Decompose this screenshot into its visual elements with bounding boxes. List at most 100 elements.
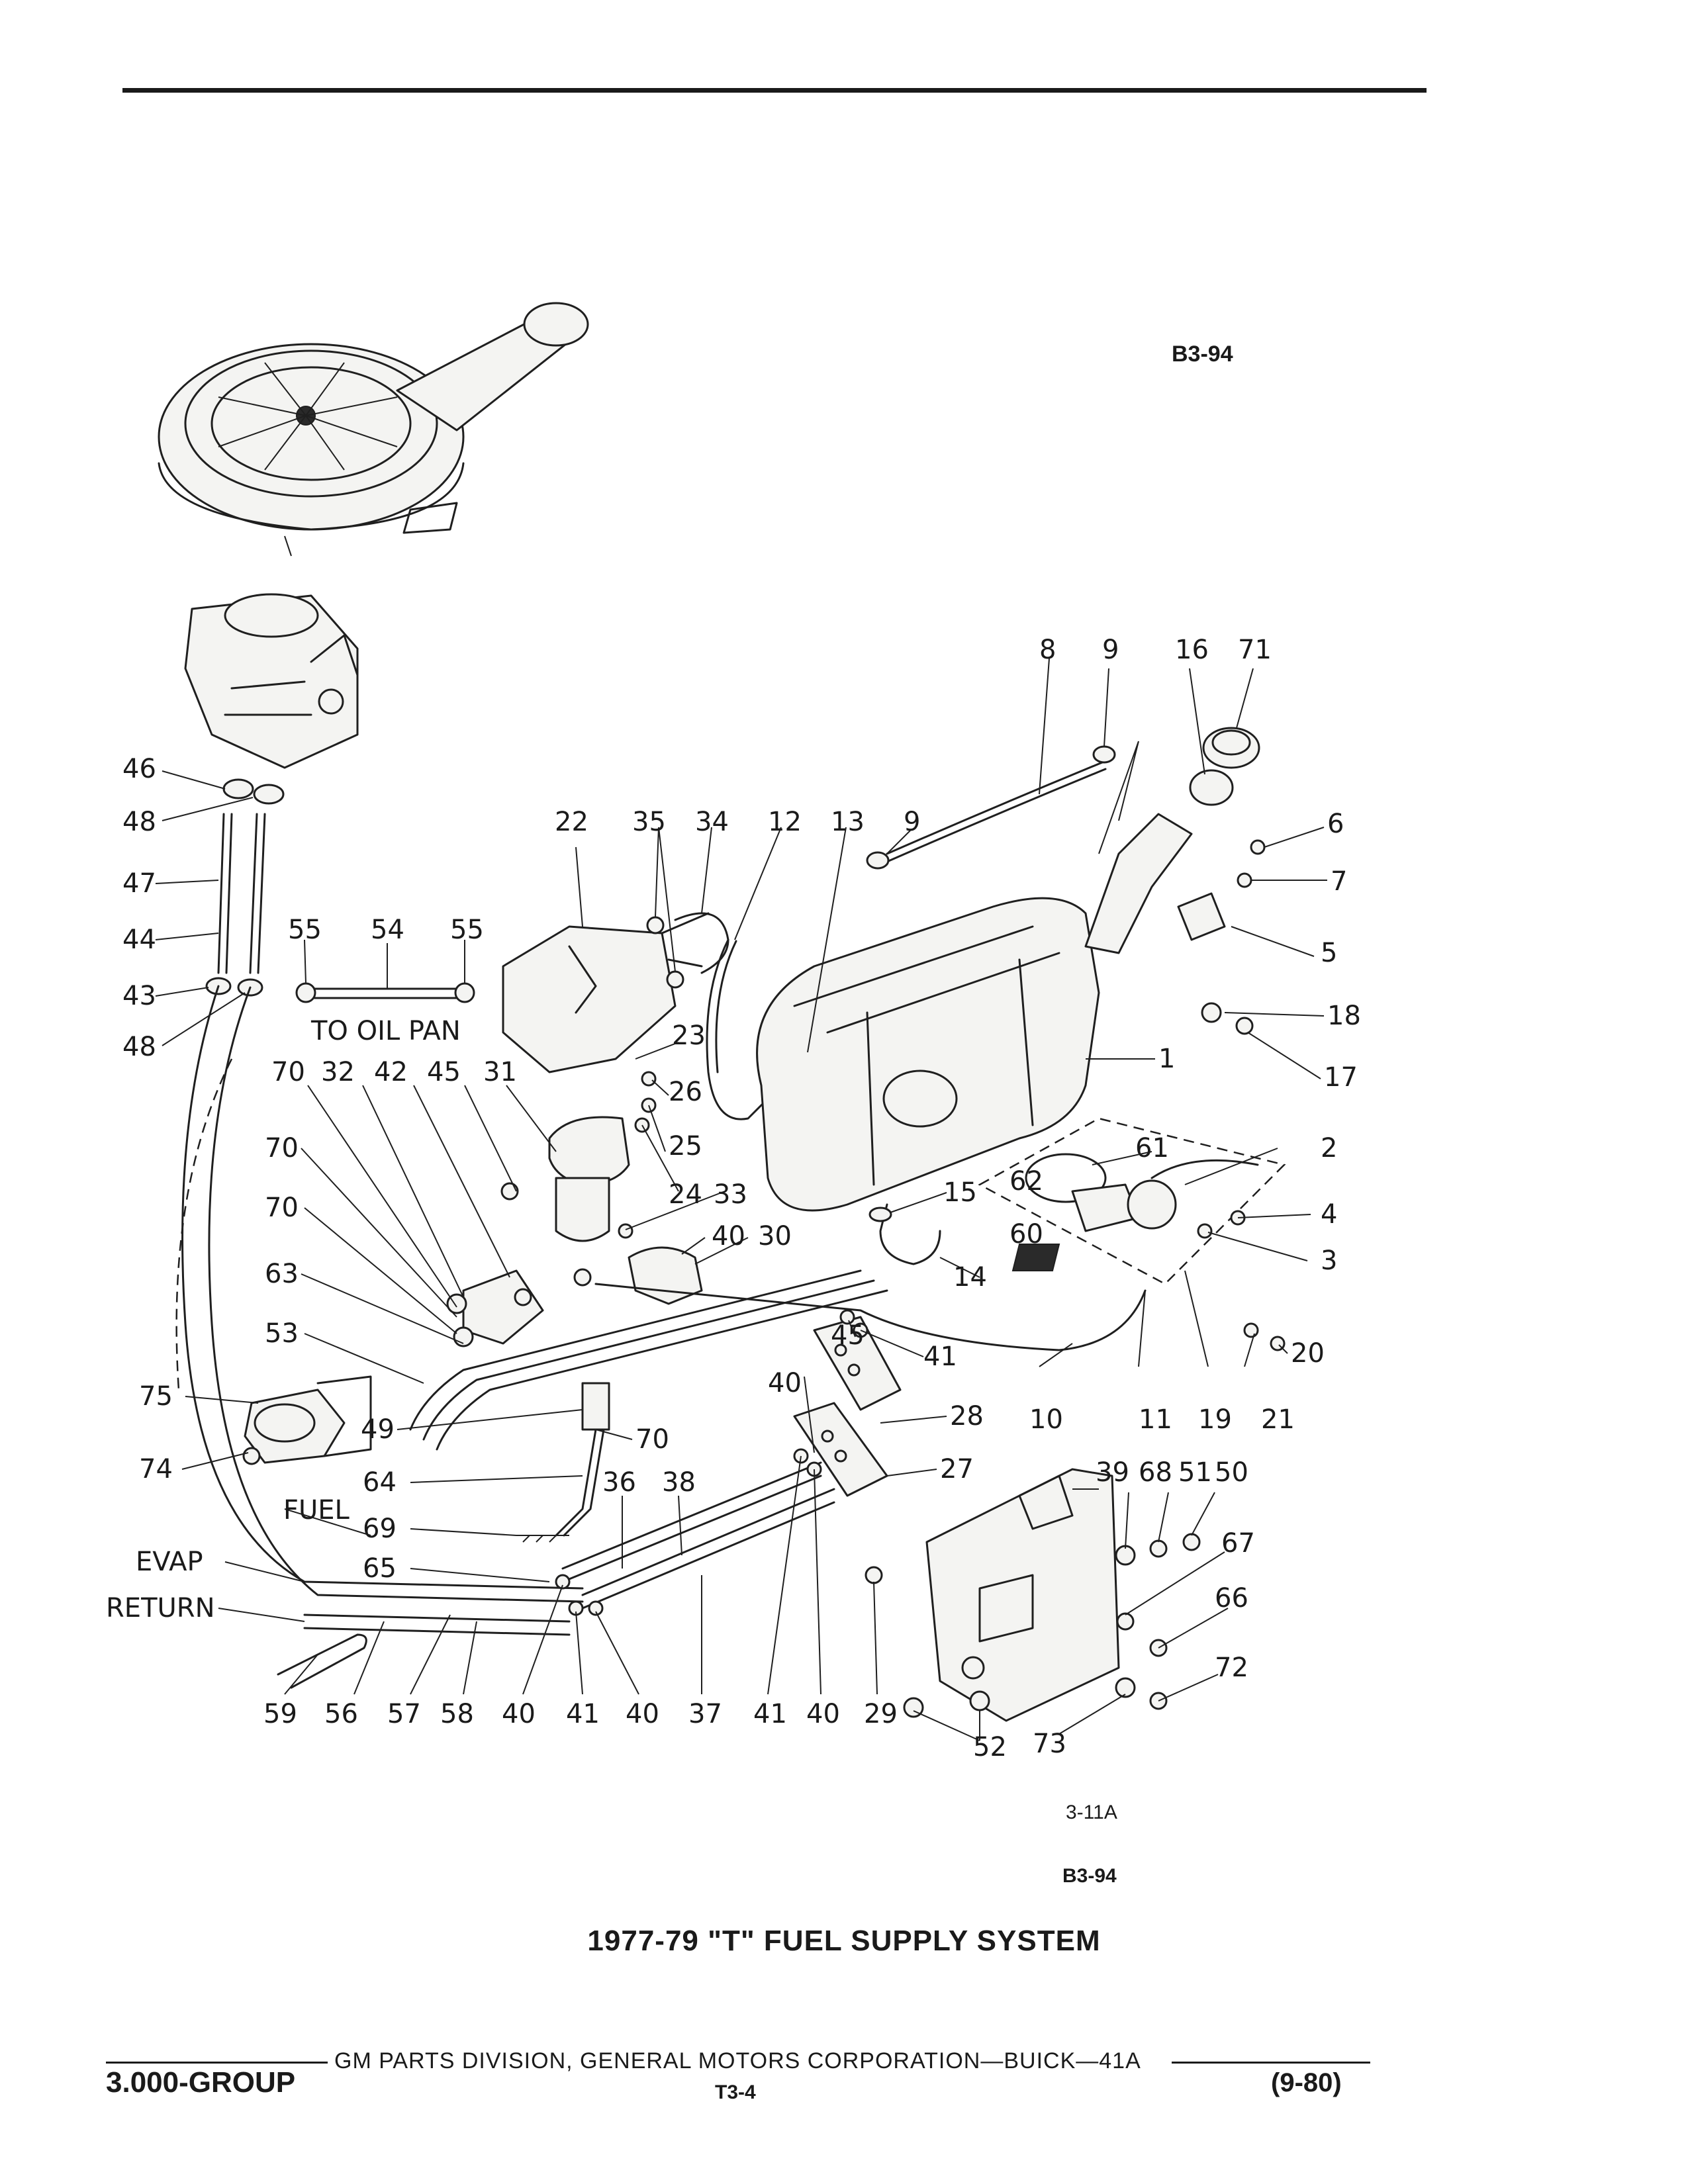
callout-70: 70 <box>635 1424 669 1455</box>
callout-46: 46 <box>122 754 156 784</box>
vapor-canister-drawing <box>502 912 710 1073</box>
callout-10: 10 <box>1029 1404 1063 1435</box>
fuel-label: FUEL <box>283 1495 350 1525</box>
callout-1: 1 <box>1158 1044 1176 1074</box>
callout-5: 5 <box>1321 938 1338 968</box>
callout-55: 55 <box>450 915 484 945</box>
callout-39: 39 <box>1096 1457 1129 1488</box>
callout-40: 40 <box>626 1699 659 1729</box>
callout-26: 26 <box>669 1077 702 1107</box>
callout-27: 27 <box>940 1454 974 1484</box>
footer-rule-right <box>1172 2062 1370 2064</box>
callout-50: 50 <box>1215 1457 1248 1488</box>
callout-32: 32 <box>321 1057 355 1087</box>
callout-28: 28 <box>950 1401 984 1432</box>
callout-66: 66 <box>1215 1583 1248 1614</box>
callout-leaders <box>155 658 1327 1741</box>
callout-29: 29 <box>864 1699 898 1729</box>
footer-page-number: T3-4 <box>715 2081 756 2103</box>
callout-64: 64 <box>363 1467 397 1498</box>
callout-2: 2 <box>1321 1133 1338 1163</box>
callout-70: 70 <box>265 1133 299 1163</box>
to-oil-pan-label: TO OIL PAN <box>311 1016 461 1046</box>
callout-40: 40 <box>502 1699 536 1729</box>
footer-date: (9-80) <box>1271 2068 1342 2097</box>
callout-19: 19 <box>1198 1404 1232 1435</box>
return-label: RETURN <box>106 1593 215 1623</box>
callout-70: 70 <box>265 1193 299 1223</box>
callout-67: 67 <box>1221 1528 1255 1559</box>
callout-6: 6 <box>1327 809 1344 839</box>
callout-48: 48 <box>122 807 156 837</box>
callout-41: 41 <box>753 1699 787 1729</box>
heat-shield-drawing <box>925 1468 1120 1722</box>
reference-code-bottom: B3-94 <box>1062 1865 1117 1887</box>
callout-8: 8 <box>1039 635 1056 665</box>
callout-9: 9 <box>904 807 921 837</box>
callout-9: 9 <box>1102 635 1119 665</box>
evap-label: EVAP <box>136 1547 203 1577</box>
callout-43: 43 <box>122 981 156 1011</box>
callout-12: 12 <box>768 807 802 837</box>
callout-53: 53 <box>265 1318 299 1349</box>
callout-17: 17 <box>1324 1062 1358 1093</box>
callout-75: 75 <box>139 1381 173 1412</box>
callout-42: 42 <box>374 1057 408 1087</box>
callout-47: 47 <box>122 868 156 899</box>
callout-24: 24 <box>669 1179 702 1210</box>
callout-51: 51 <box>1178 1457 1212 1488</box>
callout-52: 52 <box>973 1732 1007 1762</box>
callout-59: 59 <box>263 1699 297 1729</box>
callout-61: 61 <box>1135 1133 1169 1163</box>
air-cleaner-drawing <box>158 302 589 557</box>
callout-49: 49 <box>361 1414 395 1445</box>
figure-caption: 1977-79 "T" FUEL SUPPLY SYSTEM <box>587 1925 1101 1957</box>
header-rule <box>122 88 1427 93</box>
callout-37: 37 <box>688 1699 722 1729</box>
callout-38: 38 <box>662 1467 696 1498</box>
callout-73: 73 <box>1033 1729 1066 1759</box>
callout-40: 40 <box>768 1368 802 1398</box>
footer-publisher: GM PARTS DIVISION, GENERAL MOTORS CORPOR… <box>334 2048 1141 2073</box>
callout-40: 40 <box>712 1221 745 1251</box>
callout-62: 62 <box>1009 1166 1043 1197</box>
fuel-tank-drawing <box>756 897 1100 1212</box>
callout-48: 48 <box>122 1032 156 1062</box>
callout-54: 54 <box>371 915 404 945</box>
callout-23: 23 <box>672 1021 706 1051</box>
callout-20: 20 <box>1291 1338 1325 1369</box>
footer-rule-left <box>106 2062 328 2064</box>
callout-41: 41 <box>566 1699 600 1729</box>
callout-45: 45 <box>427 1057 461 1087</box>
callout-70: 70 <box>271 1057 305 1087</box>
callout-68: 68 <box>1139 1457 1172 1488</box>
callout-60: 60 <box>1009 1219 1043 1250</box>
callout-55: 55 <box>288 915 322 945</box>
callout-21: 21 <box>1261 1404 1295 1435</box>
callout-11: 11 <box>1139 1404 1172 1435</box>
callout-33: 33 <box>714 1179 747 1210</box>
callout-65: 65 <box>363 1553 397 1584</box>
callout-69: 69 <box>363 1514 397 1544</box>
callout-18: 18 <box>1327 1001 1361 1031</box>
callout-16: 16 <box>1175 635 1209 665</box>
callout-72: 72 <box>1215 1653 1248 1683</box>
callout-40: 40 <box>806 1699 840 1729</box>
callout-36: 36 <box>602 1467 636 1498</box>
callout-34: 34 <box>695 807 729 837</box>
carburetor-drawing <box>184 593 359 769</box>
callout-74: 74 <box>139 1454 173 1484</box>
reference-code-top: B3-94 <box>1172 341 1233 367</box>
callout-31: 31 <box>483 1057 517 1087</box>
footer-group: 3.000-GROUP <box>106 2066 296 2099</box>
callout-71: 71 <box>1238 635 1272 665</box>
callout-63: 63 <box>265 1259 299 1289</box>
callout-7: 7 <box>1331 866 1348 897</box>
callout-13: 13 <box>831 807 865 837</box>
callout-3: 3 <box>1321 1246 1338 1276</box>
callout-22: 22 <box>555 807 588 837</box>
callout-45: 45 <box>831 1320 865 1351</box>
callout-15: 15 <box>943 1177 977 1208</box>
callout-58: 58 <box>440 1699 474 1729</box>
